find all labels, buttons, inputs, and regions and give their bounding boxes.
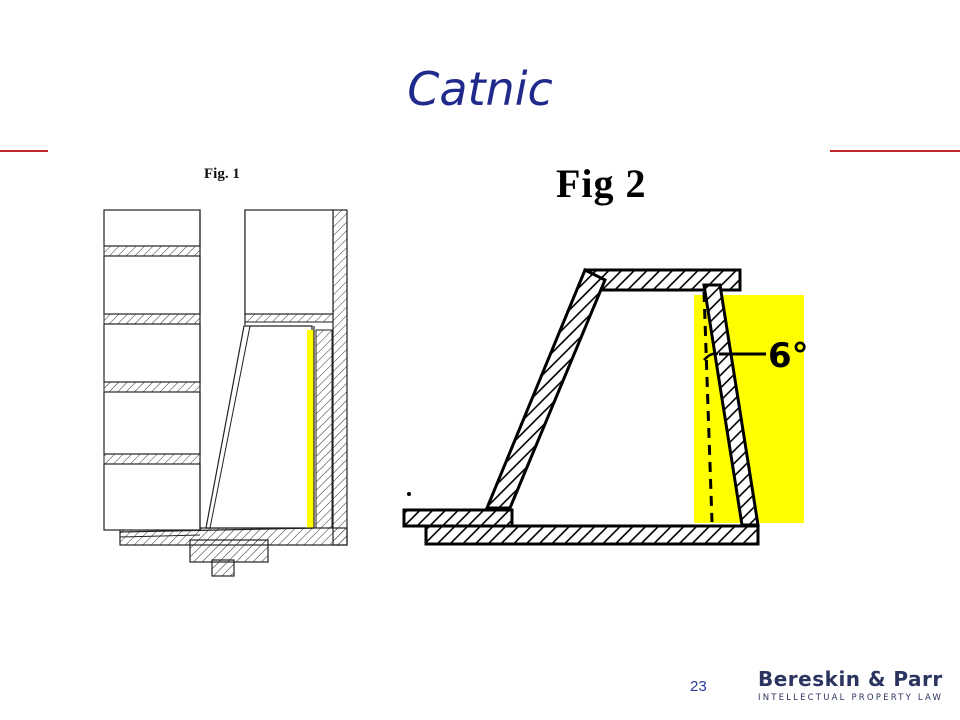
page-number: 23 (690, 678, 707, 695)
logo-name: Bereskin & Parr (758, 667, 943, 691)
figure-1-drawing (103, 209, 348, 577)
angle-label: 6° (768, 336, 809, 376)
title-divider-left (0, 150, 48, 152)
figure-1-label: Fig. 1 (204, 166, 240, 182)
slide-title: Catnic (407, 62, 553, 116)
logo-tagline: INTELLECTUAL PROPERTY LAW (758, 693, 944, 703)
title-divider-right (830, 150, 960, 152)
company-logo: Bereskin & Parr INTELLECTUAL PROPERTY LA… (758, 667, 943, 703)
figure-2-label: Fig 2 (556, 161, 647, 206)
figure-2-drawing: 6° (402, 267, 809, 546)
figure-1-highlight (307, 330, 314, 528)
